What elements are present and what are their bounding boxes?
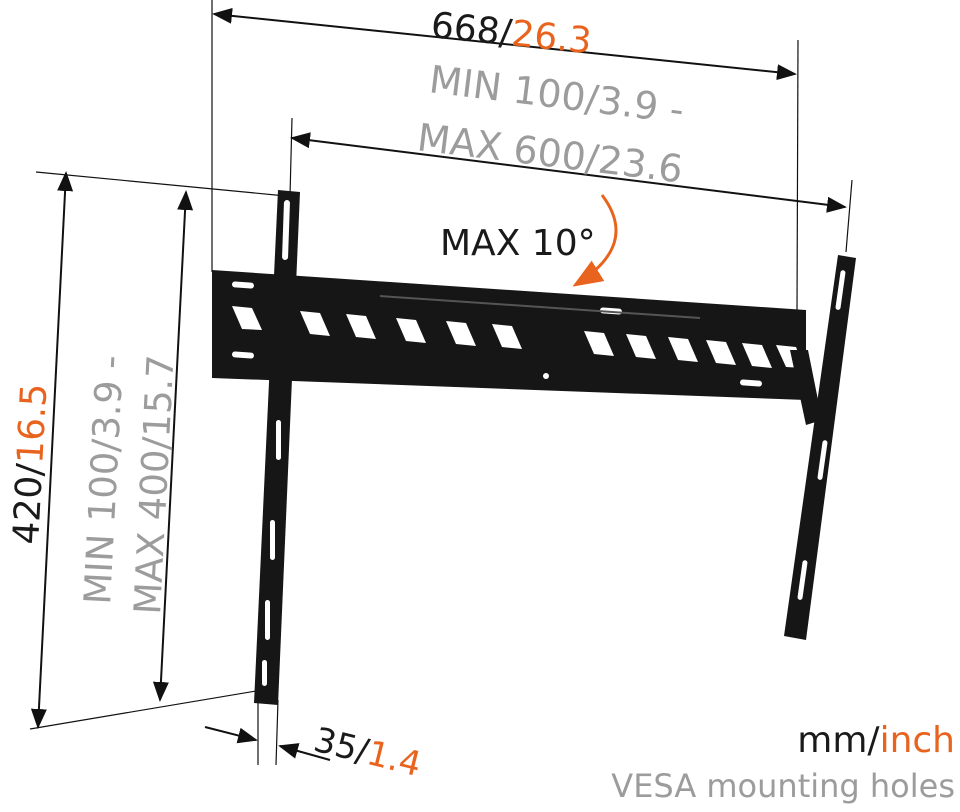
vesa-horizontal-dimension-line xyxy=(290,132,847,213)
tilt-label: MAX 10° xyxy=(440,223,596,264)
left-vertical-arm xyxy=(254,190,300,705)
height-label: 420/16.5 xyxy=(6,383,55,546)
tilt-arc-icon xyxy=(572,194,618,287)
right-vertical-arm xyxy=(784,255,856,640)
vesa-vertical-line1: MIN 100/3.9 - xyxy=(76,354,132,605)
vesa-vertical-dimension-line xyxy=(152,190,194,702)
wall-rail xyxy=(212,270,806,400)
depth-label: 35/1.4 xyxy=(310,720,425,785)
width-label: 668/26.3 xyxy=(429,5,593,62)
width-dimension-line xyxy=(212,7,797,81)
height-dimension-line xyxy=(30,171,74,729)
vesa-vertical-line2: MAX 400/15.7 xyxy=(126,354,183,616)
vesa-note: VESA mounting holes xyxy=(611,767,955,805)
depth-arrow-right xyxy=(278,743,331,761)
depth-arrow-left xyxy=(204,726,258,744)
unit-legend: mm/inch xyxy=(797,720,955,761)
